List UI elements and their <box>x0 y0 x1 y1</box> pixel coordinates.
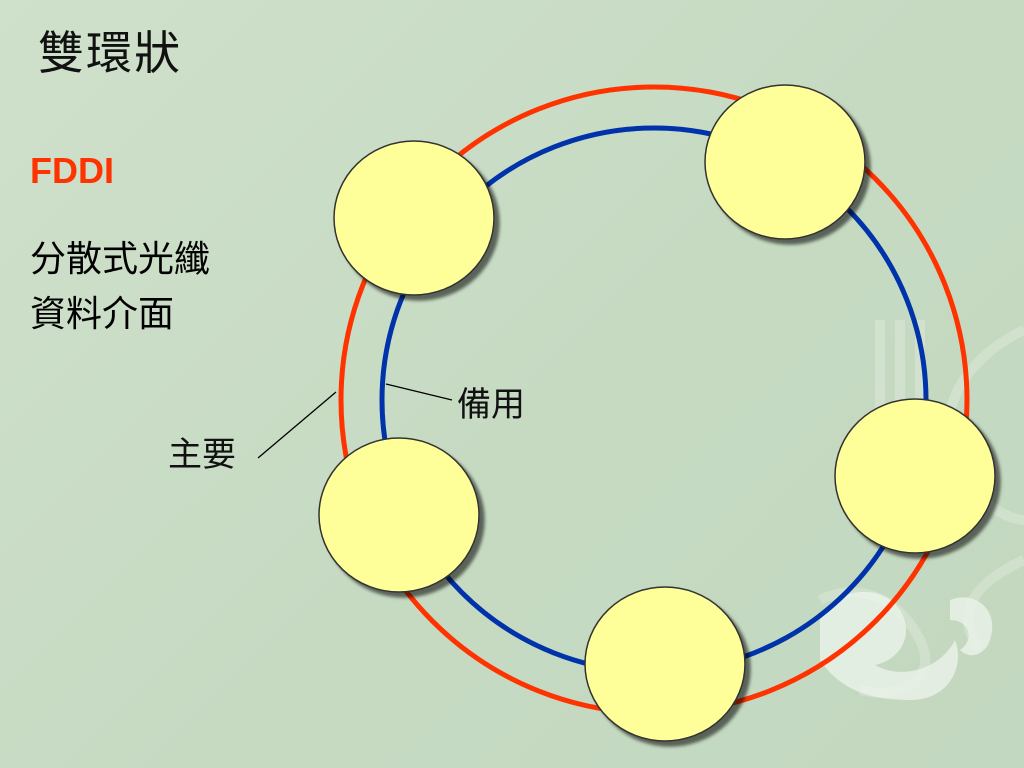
ring-nodes <box>318 84 996 742</box>
description-line-2: 資料介面 <box>30 294 175 335</box>
node-top-left <box>333 140 495 296</box>
backup-ring-label: 備用 <box>457 385 525 425</box>
description-line-1: 分散式光纖 <box>30 239 211 280</box>
node-left <box>318 437 480 593</box>
node-top-right <box>704 84 866 240</box>
background-ornament-swirl <box>820 591 993 700</box>
primary-leader-line <box>257 391 337 459</box>
backup-leader-line <box>385 383 453 401</box>
slide-title: 雙環狀 <box>38 26 182 80</box>
slide-subtitle: FDDI <box>30 150 114 191</box>
node-right <box>834 398 996 554</box>
node-bottom <box>584 586 746 742</box>
primary-ring-label: 主要 <box>168 435 236 475</box>
